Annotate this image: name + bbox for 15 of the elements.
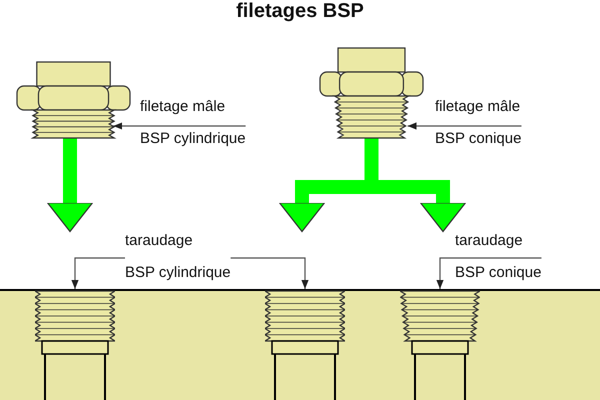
leader-line xyxy=(436,257,542,289)
callout-text: taraudage xyxy=(125,232,193,250)
callout-text: filetage mâle xyxy=(140,98,226,116)
flow-arrow xyxy=(47,138,93,232)
title: filetages BSP xyxy=(235,0,365,22)
callout-text: BSP conique xyxy=(435,130,522,148)
leader-line xyxy=(71,257,125,289)
leader-line xyxy=(230,257,309,289)
callout-text: taraudage xyxy=(455,232,523,250)
callout-text: filetage mâle xyxy=(435,98,520,116)
callout-text: BSP conique xyxy=(455,264,542,282)
callout-text: BSP cylindrique xyxy=(140,130,246,148)
leader-line xyxy=(113,122,246,130)
leader-line xyxy=(408,122,522,130)
callout-text: BSP cylindrique xyxy=(125,264,231,282)
